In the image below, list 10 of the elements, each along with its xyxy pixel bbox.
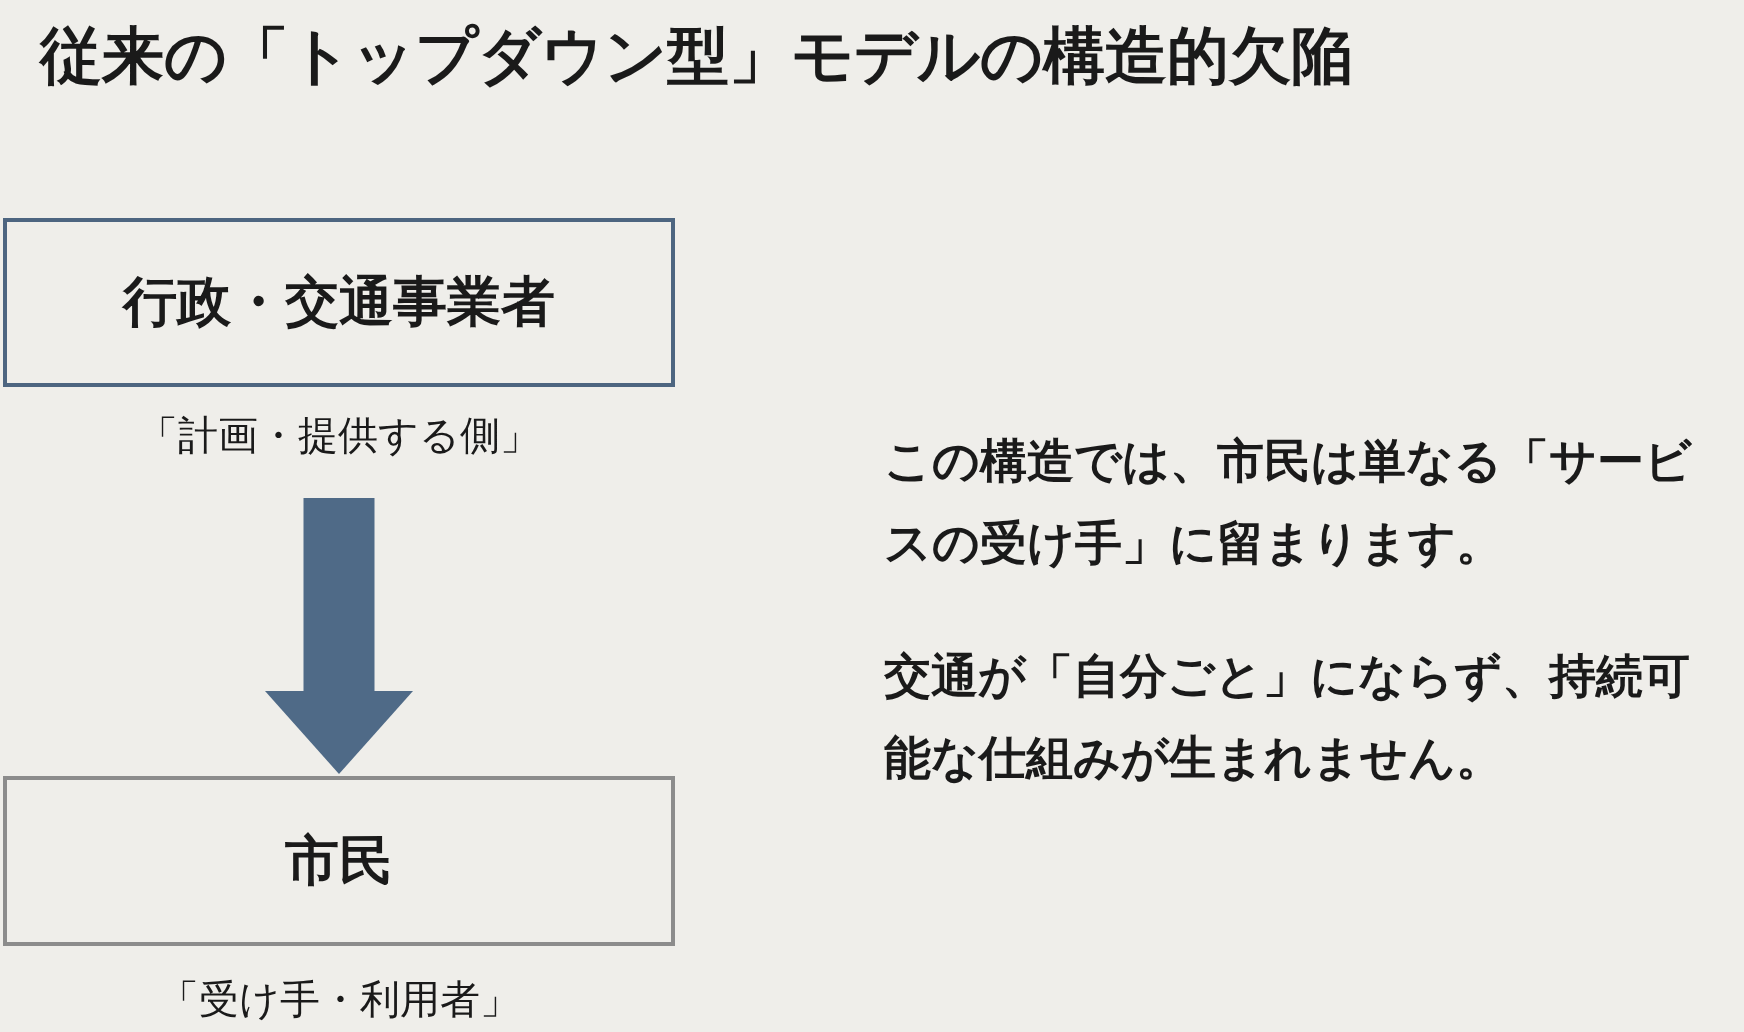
role-name: 行政・交通事業者 — [123, 269, 555, 335]
role-name: 市民 — [285, 827, 393, 894]
explanation-text: この構造では、市民は単なる「サービスの受け手」に留まります。 — [884, 432, 1693, 572]
role-box — [3, 776, 675, 946]
role-box — [3, 218, 675, 387]
role-caption: 「受け手・利用者」 — [157, 975, 521, 1024]
role-caption: 「計画・提供する側」 — [137, 411, 541, 460]
slide-title: 従来の「トップダウン型」モデルの構造的欠陥 — [40, 18, 1353, 94]
explanation-text: 交通が「自分ごと」にならず、持続可能な仕組みが生まれません。 — [884, 647, 1691, 787]
down-arrow — [265, 498, 413, 774]
